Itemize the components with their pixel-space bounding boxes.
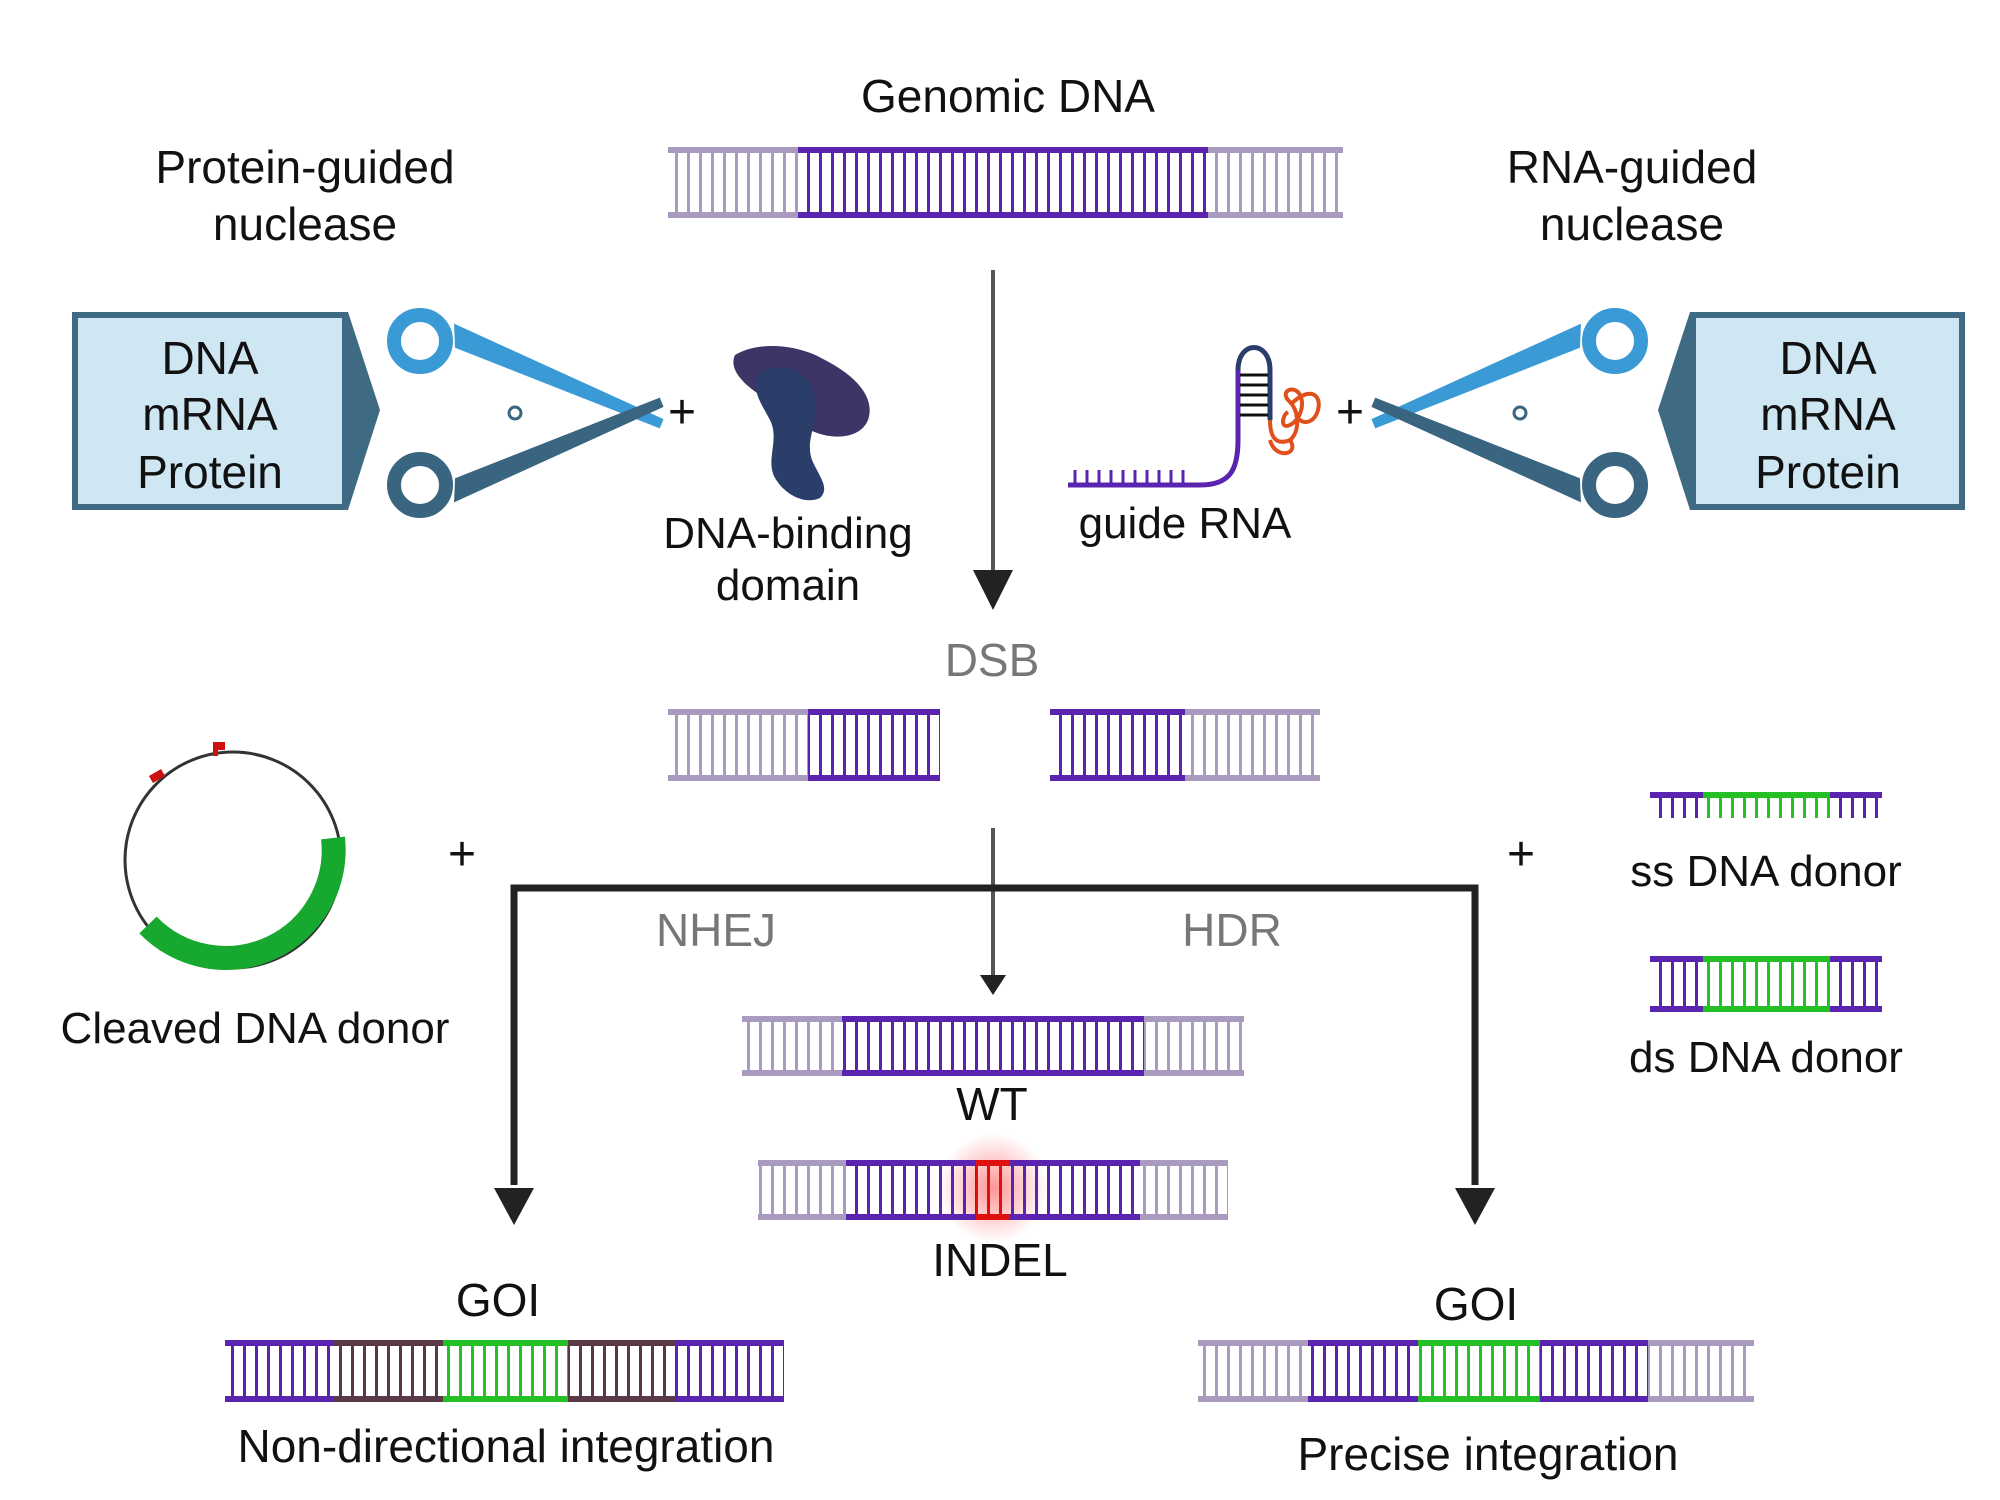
rna-guided-label-2: nuclease xyxy=(1540,198,1724,250)
dsb-label: DSB xyxy=(945,634,1040,686)
goi-right-label: GOI xyxy=(1434,1278,1518,1330)
scissors-icon xyxy=(387,308,664,518)
right-box-line-protein: Protein xyxy=(1755,446,1901,498)
guide-rna-icon xyxy=(1068,345,1321,488)
dna-binding-label-1: DNA-binding xyxy=(663,509,912,558)
wt-label: WT xyxy=(956,1078,1028,1130)
ds-donor-label: ds DNA donor xyxy=(1629,1033,1903,1082)
ss-dna-donor xyxy=(1650,792,1882,818)
left-box-line-dna: DNA xyxy=(161,332,258,384)
dna-binding-label-2: domain xyxy=(716,561,860,610)
arrowhead-left xyxy=(494,1188,534,1225)
wt-dna-strand xyxy=(742,1016,1244,1076)
genomic-dna-label: Genomic DNA xyxy=(861,70,1155,122)
plus-sign-right-mid: + xyxy=(1507,828,1535,881)
hdr-label: HDR xyxy=(1182,904,1282,956)
left-box-line-protein: Protein xyxy=(137,446,283,498)
precise-integration-strand xyxy=(1198,1340,1754,1402)
plus-sign-right-top: + xyxy=(1336,386,1364,439)
plasmid-icon xyxy=(123,742,346,970)
repair-branch-arrows xyxy=(510,828,1479,1185)
protein-guided-label-1: Protein-guided xyxy=(155,141,454,193)
precise-label: Precise integration xyxy=(1298,1428,1679,1480)
rna-guided-label-1: RNA-guided xyxy=(1507,141,1758,193)
left-box-line-mrna: mRNA xyxy=(142,388,278,440)
cleaved-donor-label: Cleaved DNA donor xyxy=(61,1004,450,1053)
protein-icon xyxy=(733,345,870,501)
plus-sign-left-top: + xyxy=(668,386,696,439)
non-directional-integration-strand xyxy=(225,1340,784,1402)
ds-dna-donor xyxy=(1650,956,1882,1012)
indel-dna-strand xyxy=(758,1160,1228,1220)
goi-left-label: GOI xyxy=(456,1274,540,1326)
protein-guided-label-2: nuclease xyxy=(213,198,397,250)
right-box-line-dna: DNA xyxy=(1779,332,1876,384)
genomic-dna-strand xyxy=(668,147,1343,218)
indel-label: INDEL xyxy=(932,1234,1067,1286)
dsb-right-fragment xyxy=(1050,709,1320,781)
right-delivery-box: DNA mRNA Protein xyxy=(1658,312,1965,510)
left-delivery-box: DNA mRNA Protein xyxy=(72,312,380,510)
scissors-icon xyxy=(1371,308,1648,518)
plus-sign-left-mid: + xyxy=(448,828,476,881)
ss-donor-label: ss DNA donor xyxy=(1630,847,1901,896)
nhej-label: NHEJ xyxy=(656,904,776,956)
guide-rna-label: guide RNA xyxy=(1079,499,1292,548)
non-directional-label: Non-directional integration xyxy=(238,1420,775,1472)
dsb-left-fragment xyxy=(668,709,940,781)
arrowhead-right xyxy=(1455,1188,1495,1225)
right-box-line-mrna: mRNA xyxy=(1760,388,1896,440)
arrowhead-center xyxy=(980,975,1006,995)
